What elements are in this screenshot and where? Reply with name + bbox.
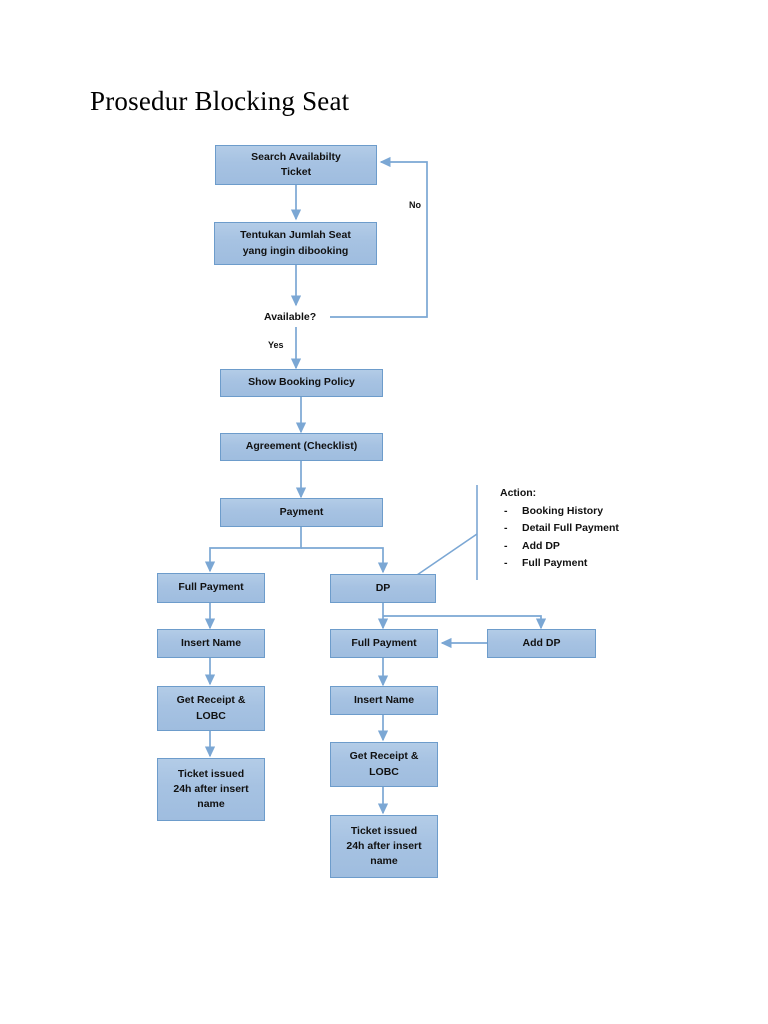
- edge-label-yes: Yes: [268, 340, 284, 350]
- node-insert-name-right[interactable]: Insert Name: [330, 686, 438, 715]
- action-note-leader: [416, 533, 478, 576]
- node-ticket-issued-right-line3: name: [370, 855, 398, 868]
- node-full-payment-left-label: Full Payment: [178, 581, 244, 594]
- node-full-payment-mid-label: Full Payment: [351, 636, 417, 649]
- node-insert-name-left[interactable]: Insert Name: [157, 629, 265, 658]
- node-ticket-issued-left-line3: name: [197, 798, 225, 811]
- node-search-availability-line2: Ticket: [280, 166, 312, 178]
- edge-payment-to-full-payment: [204, 527, 302, 573]
- action-note-item: - Full Payment: [500, 558, 710, 569]
- action-note-item-label: Booking History: [522, 504, 604, 517]
- node-show-booking-policy-label: Show Booking Policy: [248, 376, 355, 389]
- node-payment[interactable]: Payment: [220, 498, 383, 527]
- action-note-item: - Booking History: [500, 504, 710, 517]
- node-add-dp[interactable]: Add DP: [487, 629, 596, 658]
- action-note-dash: -: [504, 557, 508, 569]
- node-ticket-issued-left[interactable]: Ticket issued 24h after insert name: [157, 758, 265, 821]
- action-note-dash: -: [504, 539, 508, 552]
- node-insert-name-left-label: Insert Name: [180, 636, 242, 649]
- node-full-payment-left[interactable]: Full Payment: [157, 573, 265, 603]
- decision-available-label: Available?: [264, 311, 317, 323]
- node-tentukan-jumlah-seat[interactable]: Tentukan Jumlah Seat yang ingin dibookin…: [214, 222, 377, 265]
- node-full-payment-mid[interactable]: Full Payment: [330, 629, 438, 658]
- action-note-heading: Action:: [500, 487, 537, 499]
- action-note-dash: -: [504, 522, 508, 534]
- node-ticket-issued-right-line2: 24h after insert: [346, 839, 422, 852]
- action-note-item: - Add DP: [500, 539, 710, 552]
- node-ticket-issued-left-line2: 24h after insert: [173, 782, 249, 795]
- node-show-booking-policy[interactable]: Show Booking Policy: [220, 369, 383, 397]
- action-note-dash: -: [504, 504, 508, 517]
- node-get-receipt-right[interactable]: Get Receipt & LOBC: [330, 742, 438, 787]
- node-dp-label: DP: [375, 581, 391, 594]
- action-note-item-label: Full Payment: [522, 557, 588, 569]
- node-add-dp-label: Add DP: [522, 636, 561, 649]
- action-note-list: - Booking History - Detail Full Payment …: [500, 504, 710, 569]
- node-dp[interactable]: DP: [330, 574, 436, 603]
- edge-payment-to-dp: [301, 547, 389, 574]
- node-ticket-issued-right-line1: Ticket issued: [350, 824, 418, 837]
- node-search-availability-line1: Search Availabilty: [251, 150, 341, 163]
- edge-dp-to-add-dp: [383, 615, 547, 630]
- node-agreement-checklist[interactable]: Agreement (Checklist): [220, 433, 383, 461]
- node-get-receipt-left-line2: LOBC: [196, 709, 226, 722]
- node-tentukan-line1: Tentukan Jumlah Seat: [240, 229, 351, 242]
- action-note: Action: - Booking History - Detail Full …: [500, 488, 710, 576]
- page-title: Prosedur Blocking Seat: [90, 86, 350, 116]
- node-insert-name-right-label: Insert Name: [353, 693, 415, 706]
- node-get-receipt-right-line2: LOBC: [369, 765, 399, 778]
- node-get-receipt-left[interactable]: Get Receipt & LOBC: [157, 686, 265, 731]
- node-ticket-issued-right[interactable]: Ticket issued 24h after insert name: [330, 815, 438, 878]
- node-get-receipt-right-line1: Get Receipt &: [349, 750, 419, 763]
- action-note-item: - Detail Full Payment: [500, 523, 710, 534]
- action-note-item-label: Detail Full Payment: [522, 522, 619, 534]
- node-search-availability[interactable]: Search Availabilty Ticket: [215, 145, 377, 185]
- node-tentukan-line2: yang ingin dibooking: [242, 244, 349, 257]
- node-payment-label: Payment: [279, 505, 324, 518]
- node-ticket-issued-left-line1: Ticket issued: [177, 767, 245, 780]
- action-note-item-label: Add DP: [522, 539, 560, 552]
- node-get-receipt-left-line1: Get Receipt &: [176, 694, 246, 707]
- node-agreement-label: Agreement (Checklist): [245, 440, 358, 453]
- edge-label-no: No: [409, 200, 421, 210]
